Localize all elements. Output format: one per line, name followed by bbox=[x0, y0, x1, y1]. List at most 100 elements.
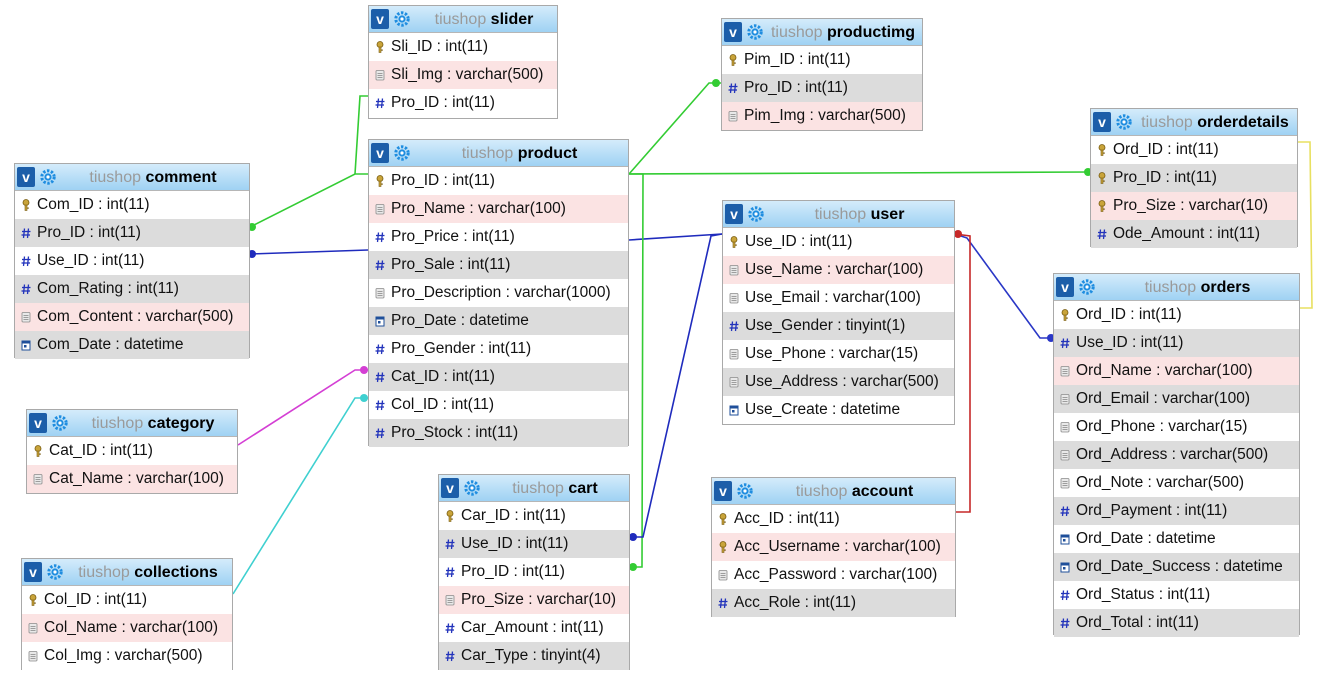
column-row[interactable]: Pro_Size : varchar(10) bbox=[1091, 192, 1297, 220]
table-toggle-button[interactable]: v bbox=[17, 167, 35, 187]
column-row[interactable]: Com_Date : datetime bbox=[15, 331, 249, 359]
table-toggle-button[interactable]: v bbox=[725, 204, 743, 224]
column-row[interactable]: Ord_Payment : int(11) bbox=[1054, 497, 1299, 525]
column-row[interactable]: Col_ID : int(11) bbox=[22, 586, 232, 614]
column-row[interactable]: Acc_ID : int(11) bbox=[712, 505, 955, 533]
table-header[interactable]: v tiushop account bbox=[712, 478, 955, 505]
column-row[interactable]: Use_ID : int(11) bbox=[439, 530, 629, 558]
column-row[interactable]: Car_Type : tinyint(4) bbox=[439, 642, 629, 670]
gear-icon[interactable] bbox=[40, 169, 56, 185]
column-row[interactable]: Pro_ID : int(11) bbox=[369, 167, 628, 195]
table-header[interactable]: v tiushop orderdetails bbox=[1091, 109, 1297, 136]
table-toggle-button[interactable]: v bbox=[441, 478, 459, 498]
column-row[interactable]: Pro_ID : int(11) bbox=[439, 558, 629, 586]
column-row[interactable]: Use_ID : int(11) bbox=[723, 228, 954, 256]
table-header[interactable]: v tiushop collections bbox=[22, 559, 232, 586]
table-orders[interactable]: v tiushop orders Ord_ID : int(11)Use_ID … bbox=[1053, 273, 1300, 637]
gear-icon[interactable] bbox=[394, 11, 410, 27]
table-toggle-button[interactable]: v bbox=[371, 143, 389, 163]
column-row[interactable]: Com_ID : int(11) bbox=[15, 191, 249, 219]
column-row[interactable]: Acc_Password : varchar(100) bbox=[712, 561, 955, 589]
column-row[interactable]: Pro_Name : varchar(100) bbox=[369, 195, 628, 223]
column-row[interactable]: Pro_Price : int(11) bbox=[369, 223, 628, 251]
column-row[interactable]: Pro_Size : varchar(10) bbox=[439, 586, 629, 614]
column-row[interactable]: Pro_Date : datetime bbox=[369, 307, 628, 335]
column-row[interactable]: Com_Rating : int(11) bbox=[15, 275, 249, 303]
column-row[interactable]: Ord_ID : int(11) bbox=[1091, 136, 1297, 164]
column-row[interactable]: Car_ID : int(11) bbox=[439, 502, 629, 530]
column-row[interactable]: Com_Content : varchar(500) bbox=[15, 303, 249, 331]
table-user[interactable]: v tiushop user Use_ID : int(11)Use_Name … bbox=[722, 200, 955, 425]
column-row[interactable]: Pro_Description : varchar(1000) bbox=[369, 279, 628, 307]
column-row[interactable]: Sli_Img : varchar(500) bbox=[369, 61, 557, 89]
table-header[interactable]: v tiushop user bbox=[723, 201, 954, 228]
table-header[interactable]: v tiushop category bbox=[27, 410, 237, 437]
column-row[interactable]: Acc_Username : varchar(100) bbox=[712, 533, 955, 561]
table-collections[interactable]: v tiushop collections Col_ID : int(11)Co… bbox=[21, 558, 233, 670]
gear-icon[interactable] bbox=[464, 480, 480, 496]
table-toggle-button[interactable]: v bbox=[714, 481, 732, 501]
column-row[interactable]: Pro_ID : int(11) bbox=[1091, 164, 1297, 192]
table-account[interactable]: v tiushop account Acc_ID : int(11)Acc_Us… bbox=[711, 477, 956, 617]
table-toggle-button[interactable]: v bbox=[29, 413, 47, 433]
table-header[interactable]: v tiushop product bbox=[369, 140, 628, 167]
column-row[interactable]: Ord_Date : datetime bbox=[1054, 525, 1299, 553]
column-row[interactable]: Ord_Address : varchar(500) bbox=[1054, 441, 1299, 469]
column-row[interactable]: Cat_Name : varchar(100) bbox=[27, 465, 237, 493]
column-row[interactable]: Sli_ID : int(11) bbox=[369, 33, 557, 61]
column-row[interactable]: Use_ID : int(11) bbox=[1054, 329, 1299, 357]
column-row[interactable]: Ode_Amount : int(11) bbox=[1091, 220, 1297, 248]
column-row[interactable]: Col_Img : varchar(500) bbox=[22, 642, 232, 670]
table-header[interactable]: v tiushop productimg bbox=[722, 19, 922, 46]
column-row[interactable]: Pro_Gender : int(11) bbox=[369, 335, 628, 363]
column-row[interactable]: Ord_Phone : varchar(15) bbox=[1054, 413, 1299, 441]
column-row[interactable]: Ord_Date_Success : datetime bbox=[1054, 553, 1299, 581]
table-category[interactable]: v tiushop category Cat_ID : int(11)Cat_N… bbox=[26, 409, 238, 494]
gear-icon[interactable] bbox=[1116, 114, 1132, 130]
gear-icon[interactable] bbox=[747, 24, 763, 40]
column-row[interactable]: Pro_ID : int(11) bbox=[722, 74, 922, 102]
column-row[interactable]: Pim_ID : int(11) bbox=[722, 46, 922, 74]
table-product[interactable]: v tiushop product Pro_ID : int(11)Pro_Na… bbox=[368, 139, 629, 447]
gear-icon[interactable] bbox=[748, 206, 764, 222]
table-orderdetails[interactable]: v tiushop orderdetails Ord_ID : int(11)P… bbox=[1090, 108, 1298, 248]
column-row[interactable]: Use_Name : varchar(100) bbox=[723, 256, 954, 284]
gear-icon[interactable] bbox=[737, 483, 753, 499]
table-header[interactable]: v tiushop cart bbox=[439, 475, 629, 502]
table-comment[interactable]: v tiushop comment Com_ID : int(11)Pro_ID… bbox=[14, 163, 250, 359]
column-row[interactable]: Pim_Img : varchar(500) bbox=[722, 102, 922, 130]
gear-icon[interactable] bbox=[47, 564, 63, 580]
table-header[interactable]: v tiushop orders bbox=[1054, 274, 1299, 301]
table-slider[interactable]: v tiushop slider Sli_ID : int(11)Sli_Img… bbox=[368, 5, 558, 119]
table-toggle-button[interactable]: v bbox=[24, 562, 42, 582]
column-row[interactable]: Cat_ID : int(11) bbox=[27, 437, 237, 465]
column-row[interactable]: Cat_ID : int(11) bbox=[369, 363, 628, 391]
column-row[interactable]: Pro_ID : int(11) bbox=[369, 89, 557, 117]
table-toggle-button[interactable]: v bbox=[371, 9, 389, 29]
column-row[interactable]: Pro_Sale : int(11) bbox=[369, 251, 628, 279]
column-row[interactable]: Pro_Stock : int(11) bbox=[369, 419, 628, 447]
column-row[interactable]: Col_ID : int(11) bbox=[369, 391, 628, 419]
column-row[interactable]: Use_Create : datetime bbox=[723, 396, 954, 424]
column-row[interactable]: Use_ID : int(11) bbox=[15, 247, 249, 275]
table-header[interactable]: v tiushop comment bbox=[15, 164, 249, 191]
column-row[interactable]: Use_Gender : tinyint(1) bbox=[723, 312, 954, 340]
column-row[interactable]: Ord_Total : int(11) bbox=[1054, 609, 1299, 637]
column-row[interactable]: Ord_Email : varchar(100) bbox=[1054, 385, 1299, 413]
gear-icon[interactable] bbox=[394, 145, 410, 161]
column-row[interactable]: Ord_Status : int(11) bbox=[1054, 581, 1299, 609]
column-row[interactable]: Ord_ID : int(11) bbox=[1054, 301, 1299, 329]
gear-icon[interactable] bbox=[1079, 279, 1095, 295]
table-toggle-button[interactable]: v bbox=[1093, 112, 1111, 132]
table-cart[interactable]: v tiushop cart Car_ID : int(11)Use_ID : … bbox=[438, 474, 630, 670]
table-toggle-button[interactable]: v bbox=[1056, 277, 1074, 297]
table-productimg[interactable]: v tiushop productimg Pim_ID : int(11)Pro… bbox=[721, 18, 923, 131]
column-row[interactable]: Use_Email : varchar(100) bbox=[723, 284, 954, 312]
table-toggle-button[interactable]: v bbox=[724, 22, 742, 42]
table-header[interactable]: v tiushop slider bbox=[369, 6, 557, 33]
column-row[interactable]: Ord_Note : varchar(500) bbox=[1054, 469, 1299, 497]
column-row[interactable]: Ord_Name : varchar(100) bbox=[1054, 357, 1299, 385]
column-row[interactable]: Col_Name : varchar(100) bbox=[22, 614, 232, 642]
column-row[interactable]: Acc_Role : int(11) bbox=[712, 589, 955, 617]
column-row[interactable]: Pro_ID : int(11) bbox=[15, 219, 249, 247]
